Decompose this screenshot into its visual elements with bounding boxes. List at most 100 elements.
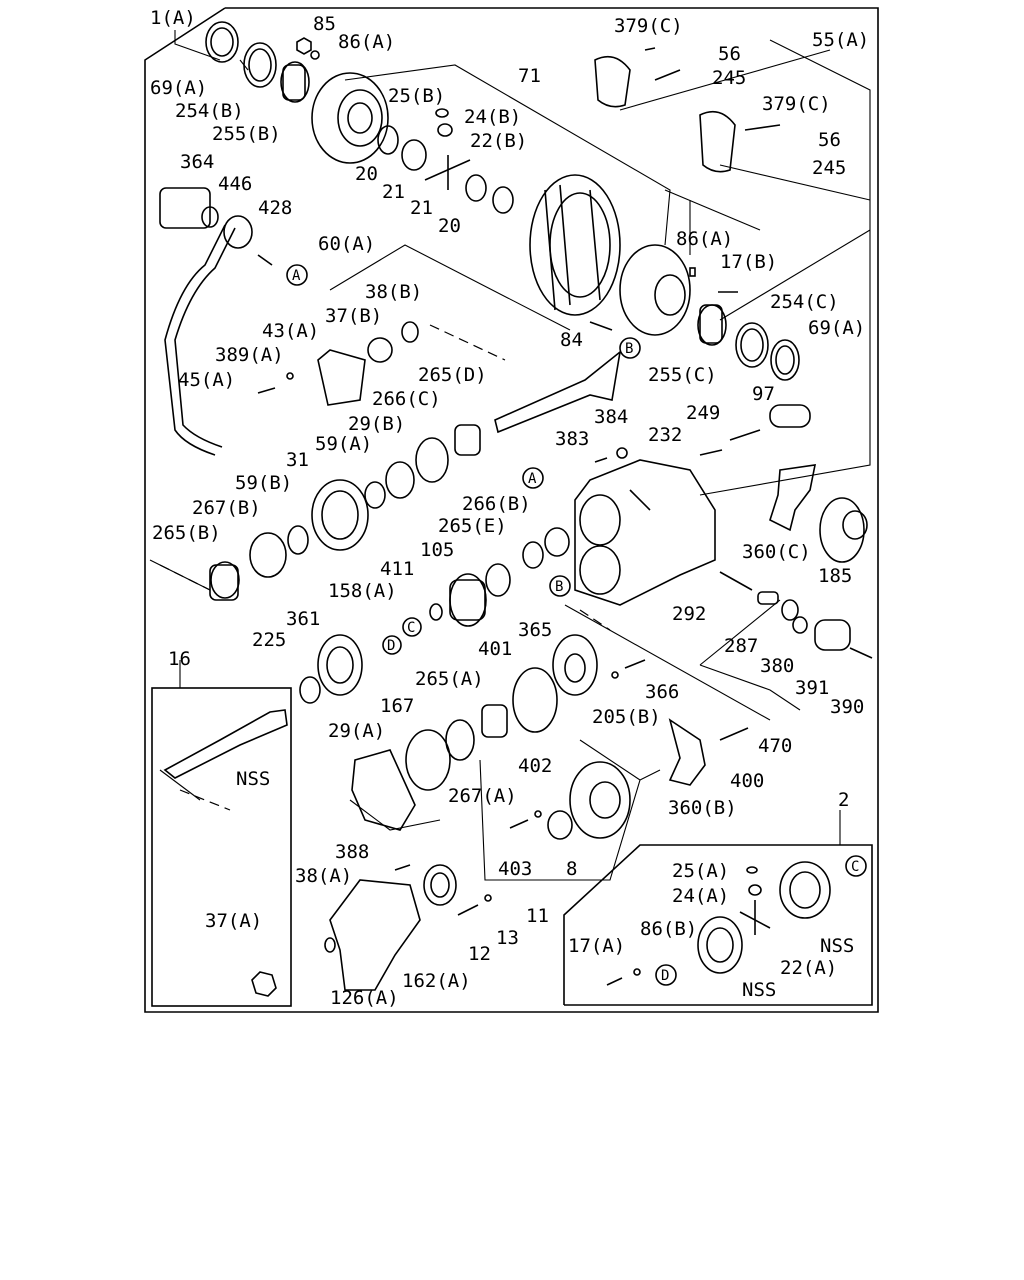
label-71: 71	[518, 65, 541, 87]
label-38A: 38(A)	[295, 865, 352, 887]
label-85: 85	[313, 13, 336, 35]
label-60A: 60(A)	[318, 233, 375, 255]
label-20-b: 20	[438, 215, 461, 237]
part-labels: 1(A) 69(A) 254(B) 255(B) 85 86(A) 71 25(…	[150, 7, 869, 1009]
label-265A: 265(A)	[415, 668, 484, 690]
label-361: 361	[286, 608, 320, 630]
label-389A: 389(A)	[215, 344, 284, 366]
label-29A: 29(A)	[328, 720, 385, 742]
label-24B: 24(B)	[464, 106, 521, 128]
label-167: 167	[380, 695, 414, 717]
label-2: 2	[838, 789, 849, 811]
label-16: 16	[168, 648, 191, 670]
label-360C: 360(C)	[742, 541, 811, 563]
dashed-guide-lines	[159, 324, 611, 811]
reference-circles	[286, 264, 867, 986]
label-69A: 69(A)	[150, 77, 207, 99]
label-8: 8	[566, 858, 577, 880]
label-nss-shaft: NSS	[236, 768, 270, 790]
label-401: 401	[478, 638, 512, 660]
label-13: 13	[496, 927, 519, 949]
callout-D-1: D	[387, 638, 395, 654]
label-24A: 24(A)	[672, 885, 729, 907]
label-21-b: 21	[410, 197, 433, 219]
callout-C-1: C	[407, 620, 415, 636]
inset-box-2	[563, 844, 873, 1006]
label-22A: 22(A)	[780, 957, 837, 979]
callout-A-1: A	[292, 268, 301, 284]
label-428: 428	[258, 197, 292, 219]
label-267B: 267(B)	[192, 497, 261, 519]
label-379C-1: 379(C)	[614, 15, 683, 37]
label-287: 287	[724, 635, 758, 657]
label-17B: 17(B)	[720, 251, 777, 273]
label-390: 390	[830, 696, 864, 718]
label-403: 403	[498, 858, 532, 880]
label-245-2: 245	[812, 157, 846, 179]
callout-C-2: C	[851, 859, 859, 875]
label-86B: 86(B)	[640, 918, 697, 940]
label-265E: 265(E)	[438, 515, 507, 537]
label-1A: 1(A)	[150, 7, 196, 29]
label-22B: 22(B)	[470, 130, 527, 152]
inset-box-16	[151, 687, 292, 1007]
label-249: 249	[686, 402, 720, 424]
label-nss-case-right: NSS	[820, 935, 854, 957]
label-379C-2: 379(C)	[762, 93, 831, 115]
label-20-a: 20	[355, 163, 378, 185]
label-267A: 267(A)	[448, 785, 517, 807]
callout-D-2: D	[661, 968, 669, 984]
label-11: 11	[526, 905, 549, 927]
label-25B: 25(B)	[388, 85, 445, 107]
label-254B: 254(B)	[175, 100, 244, 122]
label-360B: 360(B)	[668, 797, 737, 819]
label-383: 383	[555, 428, 589, 450]
label-245-1: 245	[712, 67, 746, 89]
label-12: 12	[468, 943, 491, 965]
label-86A: 86(A)	[338, 31, 395, 53]
label-470: 470	[758, 735, 792, 757]
label-162A: 162(A)	[402, 970, 471, 992]
label-411: 411	[380, 558, 414, 580]
label-38B: 38(B)	[365, 281, 422, 303]
label-86A-2: 86(A)	[676, 228, 733, 250]
label-402: 402	[518, 755, 552, 777]
label-17A: 17(A)	[568, 935, 625, 957]
label-21-a: 21	[382, 181, 405, 203]
label-56-2: 56	[818, 129, 841, 151]
label-31: 31	[286, 449, 309, 471]
label-37A: 37(A)	[205, 910, 262, 932]
label-266B: 266(B)	[462, 493, 531, 515]
label-225: 225	[252, 629, 286, 651]
label-84: 84	[560, 329, 583, 351]
label-185: 185	[818, 565, 852, 587]
label-232: 232	[648, 424, 682, 446]
label-56-1: 56	[718, 43, 741, 65]
label-265B: 265(B)	[152, 522, 221, 544]
label-384: 384	[594, 406, 628, 428]
label-446: 446	[218, 173, 252, 195]
label-205B: 205(B)	[592, 706, 661, 728]
label-380: 380	[760, 655, 794, 677]
label-59A: 59(A)	[315, 433, 372, 455]
label-292: 292	[672, 603, 706, 625]
label-59B: 59(B)	[235, 472, 292, 494]
label-43A: 43(A)	[262, 320, 319, 342]
label-45A: 45(A)	[178, 369, 235, 391]
callout-A-2: A	[528, 471, 537, 487]
label-37B: 37(B)	[325, 305, 382, 327]
callout-B-1: B	[625, 341, 633, 357]
callout-B-2: B	[555, 579, 563, 595]
label-255B: 255(B)	[212, 123, 281, 145]
label-366: 366	[645, 681, 679, 703]
label-388: 388	[335, 841, 369, 863]
label-265D: 265(D)	[418, 364, 487, 386]
label-105: 105	[420, 539, 454, 561]
label-158A: 158(A)	[328, 580, 397, 602]
label-391: 391	[795, 677, 829, 699]
label-266C: 266(C)	[372, 388, 441, 410]
label-364: 364	[180, 151, 214, 173]
diagram-frame	[144, 7, 879, 1013]
label-97: 97	[752, 383, 775, 405]
